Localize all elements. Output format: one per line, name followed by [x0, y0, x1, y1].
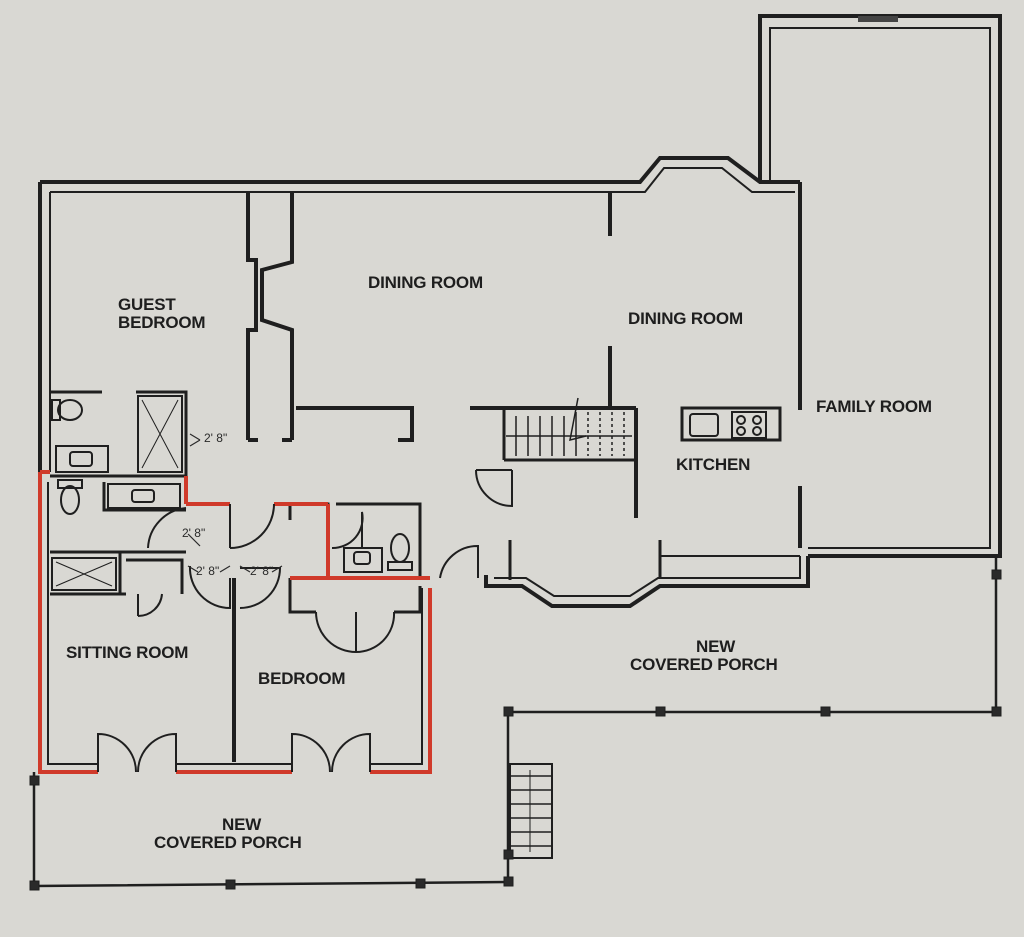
bedroom-french-doors: [291, 732, 371, 773]
right-porch-label-line2: COVERED PORCH: [630, 655, 778, 674]
interior-stairs: [506, 397, 632, 456]
addition-left-wall: [38, 472, 98, 774]
porch-post: [225, 879, 236, 890]
porch-post: [991, 569, 1002, 580]
exterior-walls: [38, 14, 1002, 608]
bedroom-closet-left: [288, 578, 316, 614]
toilet-tank: [51, 399, 61, 421]
porch-posts: [29, 569, 1002, 891]
addition-left-inner: [47, 482, 98, 765]
porch-post: [503, 876, 514, 887]
dimension-arrow: [187, 565, 231, 573]
bedroom-label: BEDROOM: [258, 669, 345, 688]
addition-inner-walls: [47, 482, 423, 765]
stair-break-line: [569, 397, 587, 442]
dimension-bedroom-door: 2' 8": [250, 564, 273, 578]
toilet-icon: [60, 485, 80, 515]
shower-wall: [136, 390, 188, 476]
sink-icon: [131, 489, 155, 503]
porch-post: [503, 706, 514, 717]
sitting-french-doors: [97, 732, 177, 773]
sitting-room-label: SITTING ROOM: [66, 643, 188, 662]
interior-walls: [50, 192, 782, 762]
porch-post: [503, 849, 514, 860]
small-bath-door: [331, 511, 364, 550]
new-addition-walls: [38, 470, 432, 774]
burner-icon: [736, 426, 746, 436]
dining-partial-wall: [296, 406, 414, 442]
fireplace-wall-right: [260, 192, 294, 440]
family-room-window: [858, 16, 898, 22]
right-porch-label-line1: NEW: [696, 637, 736, 656]
porch-post: [29, 880, 40, 891]
porch-post: [655, 706, 666, 717]
dimension-arrow: [239, 565, 283, 573]
front-door: [439, 544, 479, 579]
fixtures: [51, 395, 767, 591]
vanity-wall: [102, 482, 186, 512]
guest-bedroom-label-line1: GUEST: [118, 295, 176, 314]
stove-icon: [731, 411, 767, 439]
bedroom-closet-right: [394, 586, 422, 614]
left-porch-label-line2: COVERED PORCH: [154, 833, 302, 852]
doors: [97, 469, 513, 773]
family-room-inner: [769, 27, 991, 549]
sink-icon: [69, 451, 93, 467]
toilet-tank: [57, 479, 83, 489]
kitchen-label: KITCHEN: [676, 455, 750, 474]
vanity-icon: [343, 547, 383, 573]
top-wall-inner: [50, 167, 795, 193]
bottom-bay-wall-inner: [494, 556, 801, 597]
kitchen-sink-icon: [689, 413, 719, 437]
sink-icon: [353, 551, 371, 565]
toilet-tank: [387, 561, 413, 571]
addition-right-inner: [370, 588, 423, 765]
vanity-icon: [107, 483, 181, 509]
porch-post: [29, 775, 40, 786]
dining-room-label-2: DINING ROOM: [628, 309, 743, 328]
toilet-icon: [57, 399, 83, 421]
family-room-label: FAMILY ROOM: [816, 397, 932, 416]
bedroom-entry-door: [239, 567, 282, 609]
porch-steps: [509, 763, 553, 859]
burner-icon: [736, 415, 746, 425]
interior-door-entry: [475, 469, 513, 508]
dimension-hall-door: 2' 8": [182, 526, 205, 540]
porch-post: [415, 878, 426, 889]
addition-bottom-right-wall: [370, 588, 432, 774]
bedroom-closet-doors: [315, 611, 396, 654]
burner-icon: [752, 415, 762, 425]
sitting-closet-door: [137, 593, 163, 618]
burner-icon: [752, 426, 762, 436]
kitchen-counter: [680, 406, 782, 442]
vanity-icon: [55, 445, 109, 473]
left-porch-label-line1: NEW: [222, 815, 262, 834]
shower-icon: [51, 557, 117, 591]
bottom-bay-wall-outer: [484, 556, 810, 608]
family-room-outer: [758, 14, 1002, 558]
dimension-arrow: [187, 533, 201, 547]
guest-bedroom-label-line2: BEDROOM: [118, 313, 205, 332]
shower-cross: [55, 561, 113, 587]
top-wall-outer: [40, 156, 800, 184]
dimension-guest-bath-door: 2' 8": [204, 431, 227, 445]
porch-post: [991, 706, 1002, 717]
right-porch-railing: [506, 556, 998, 882]
fireplace-wall-left: [246, 192, 258, 440]
closet-wall: [126, 558, 184, 594]
shower-icon: [137, 395, 183, 473]
dimension-arrows: [187, 433, 283, 573]
dimension-sitting-door: 2' 8": [196, 564, 219, 578]
sitting-entry-door: [188, 565, 231, 610]
dining-room-label-1: DINING ROOM: [368, 273, 483, 292]
guest-bath-door: [147, 507, 187, 549]
bath-right-wall: [336, 502, 422, 576]
porch-post: [820, 706, 831, 717]
shower-cross: [141, 399, 179, 469]
hall-door: [229, 503, 275, 549]
dimension-arrow: [189, 433, 201, 447]
